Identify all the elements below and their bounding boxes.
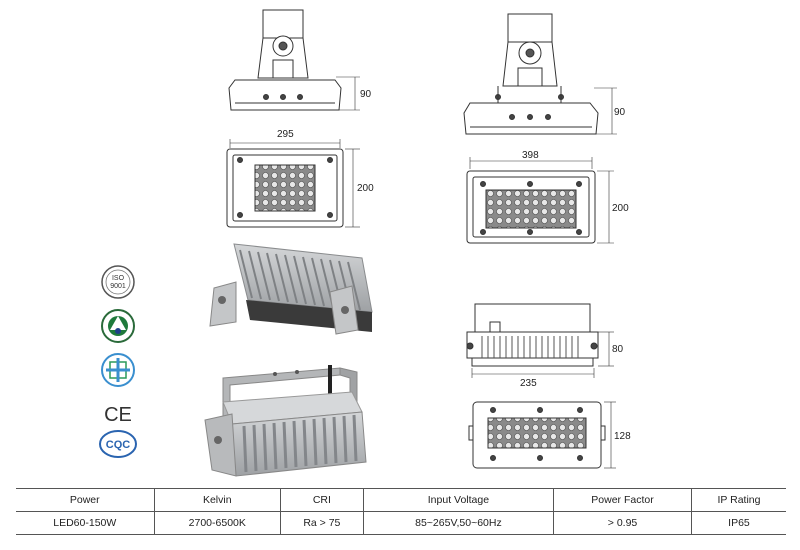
bottom-view-drawing — [468, 401, 616, 469]
large-front-width-label: 398 — [522, 150, 539, 161]
ccc-cert-badge-icon — [101, 353, 135, 387]
large-side-height-label: 90 — [614, 107, 626, 118]
value-power: LED60-150W — [16, 511, 155, 535]
value-ip-rating: IP65 — [690, 511, 786, 535]
small-front-width-label: 295 — [277, 129, 294, 140]
header-power-factor: Power Factor — [553, 488, 692, 512]
spec-table: Power Kelvin CRI Input Voltage Power Fac… — [16, 488, 786, 535]
spec-table-value-row: LED60-150W 2700-6500K Ra > 75 85~265V,50… — [16, 511, 786, 535]
bottom-view-height-label: 128 — [614, 431, 631, 442]
cqc-mark-icon: CQC — [99, 430, 137, 458]
value-kelvin: 2700-6500K — [153, 511, 281, 535]
header-cri: CRI — [280, 488, 364, 512]
value-power-factor: > 0.95 — [553, 511, 692, 535]
svg-text:ISO: ISO — [112, 275, 125, 282]
ce-mark-icon: CE — [104, 404, 132, 426]
small-front-height-label: 200 — [357, 183, 374, 194]
small-side-height-label: 90 — [360, 89, 372, 100]
value-cri: Ra > 75 — [280, 511, 364, 535]
svg-text:CE: CE — [104, 404, 132, 426]
header-ip-rating: IP Rating — [690, 488, 786, 512]
product-photo-bottom — [204, 365, 367, 477]
side-view-height-label: 80 — [612, 344, 624, 355]
svg-text:9001: 9001 — [110, 283, 126, 290]
large-front-view-drawing — [466, 157, 614, 244]
iso-9001-badge-icon: ISO 9001 — [101, 265, 135, 299]
side-view-drawing — [466, 303, 614, 378]
header-kelvin: Kelvin — [153, 488, 281, 512]
spec-table-header-row: Power Kelvin CRI Input Voltage Power Fac… — [16, 488, 786, 512]
header-input-voltage: Input Voltage — [362, 488, 554, 512]
svg-text:CQC: CQC — [106, 439, 131, 451]
value-input-voltage: 85~265V,50~60Hz — [362, 511, 554, 535]
large-side-view-drawing — [463, 13, 617, 135]
small-front-view-drawing — [226, 139, 360, 228]
green-cert-badge-icon — [101, 309, 135, 343]
side-view-width-label: 235 — [520, 378, 537, 389]
header-power: Power — [16, 488, 155, 512]
large-front-height-label: 200 — [612, 203, 629, 214]
product-photo-top — [209, 243, 373, 335]
small-side-view-drawing — [228, 9, 360, 111]
